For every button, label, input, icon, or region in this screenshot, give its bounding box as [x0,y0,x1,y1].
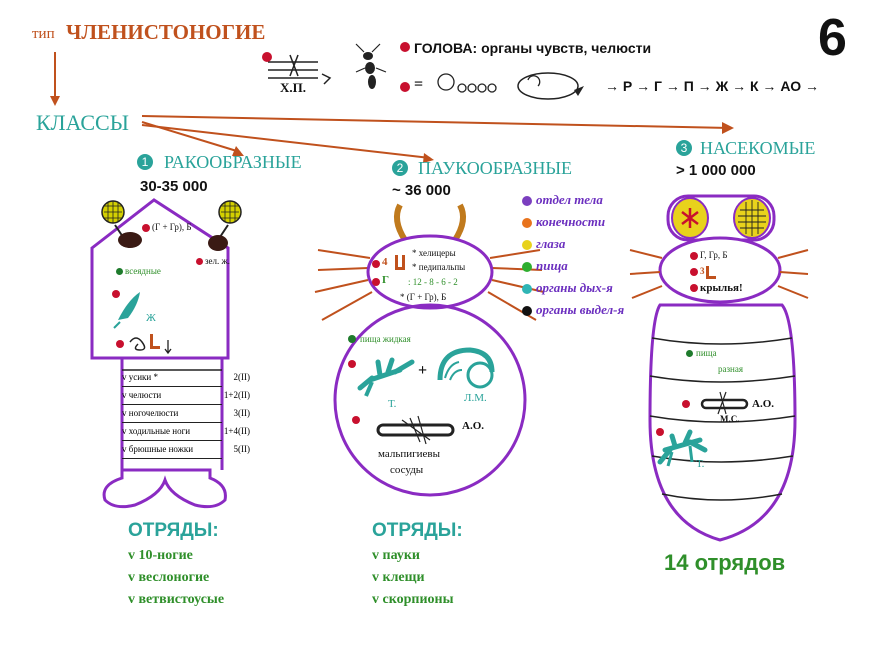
gill-label: Ж [146,312,156,324]
legend-label: органы выдел-я [536,302,625,317]
legend-item-respiratory: органы дых-я [522,280,613,296]
class-number-3: 3 [676,140,692,156]
legend-dot [522,262,532,273]
insect-head-label: Г, Гр, Б [700,250,728,260]
legend-item-limbs: конечности [522,214,605,230]
class-name-insects: НАСЕКОМЫЕ [700,138,816,158]
class-count-insects: > 1 000 000 [676,162,756,179]
legend-item-food: пища [522,258,568,274]
classes-label: КЛАССЫ [36,110,129,135]
orders-title-crustaceans: ОТРЯДЫ: [128,520,219,541]
legend-item-body: отдел тела [522,192,603,208]
legend-label: конечности [536,214,606,229]
red-marker [116,340,124,348]
red-marker [142,224,150,232]
red-marker [690,268,698,276]
order-item: v ветвистоусые [128,592,225,607]
legend-dot [522,196,532,207]
insect-limbs-number: 3 [700,266,705,276]
legend-label: пища [536,258,568,273]
development-sequence: → Р → Г → П → Ж → К → АО → [605,78,820,94]
insect-excretory-label: А.О. [752,398,774,410]
legend-label: органы дых-я [536,280,613,295]
chelicerae-label: * хелицеры [412,248,456,258]
red-marker [196,258,203,265]
equals-sign: = [414,76,424,93]
crustacean-mouth-label: (Г + Гр), Б [152,222,192,232]
class-count-crustaceans: 30-35 000 [140,178,208,195]
green-marker [348,335,356,343]
vessels-label: сосуды [390,464,424,476]
legend-dot [522,218,532,229]
red-marker [352,416,360,424]
crustacean-food-label: всеядные [125,266,161,276]
wings-label: крылья! [700,282,743,294]
class-count-arachnids: ~ 36 000 [392,182,451,199]
arachnid-excretory-label: А.О. [462,420,484,432]
red-marker [400,82,410,92]
legend-label: глаза [536,236,566,251]
red-marker [690,252,698,260]
green-marker [686,350,693,357]
legend-item-eyes: глаза [522,236,565,252]
legend-dot [522,284,532,295]
arachnid-food-label: пища жидкая [360,334,411,344]
red-marker [400,42,410,52]
order-item: v веслоногие [128,570,210,585]
order-item: v клещи [372,570,425,585]
legend-dot [522,240,532,251]
page-number: 6 [818,9,847,67]
order-item: v пауки [372,548,420,563]
plus-sign: + [418,362,428,379]
legend-dot [522,306,532,317]
head-description: ГОЛОВА: органы чувств, челюсти [414,40,652,56]
xp-label: Х.П. [280,80,306,95]
appendage-row: v усики *2(II) [122,372,250,387]
class-number-1: 1 [137,154,153,170]
malpighian-label: мальпигиевы [378,448,441,460]
class-name-arachnids: ПАУКООБРАЗНЫЕ [418,158,573,178]
red-marker [656,428,664,436]
legend-label: отдел тела [536,192,603,207]
insect-orders-summary: 14 отрядов [664,550,786,575]
phylum-title: ЧЛЕНИСТОНОГИЕ [66,20,266,44]
orders-title-arachnids: ОТРЯДЫ: [372,520,463,541]
malpighian-ms-label: М.С. [720,414,740,424]
red-marker [690,284,698,292]
red-marker [372,278,380,286]
order-item: v 10-ногие [128,548,193,563]
class-number-2: 2 [392,160,408,176]
green-marker [116,268,123,275]
trachea-label: Т. [388,398,397,410]
insect-trachea-label: Т. [696,458,705,470]
arachnid-eyes-label: Г [382,274,389,286]
red-marker [682,400,690,408]
red-marker [262,52,272,62]
red-marker [348,360,356,368]
arachnid-eyes-counts: : 12 - 8 - 6 - 2 [408,277,458,287]
legend-item-excretory: органы выдел-я [522,302,624,318]
lungs-label: Л.М. [464,392,487,404]
red-marker [372,260,380,268]
arachnid-mouth-label: * (Г + Гр), Б [400,292,447,302]
insect-food-label: пища [696,348,717,358]
class-name-crustaceans: РАКООБРАЗНЫЕ [164,152,302,172]
red-marker [112,290,120,298]
pedipalps-label: * педипальпы [412,262,466,272]
arachnid-limbs-number: 4 [382,256,388,268]
insect-food-varied: разная [718,364,744,374]
order-item: v скорпионы [372,592,454,607]
green-gland-label: зел. ж. [205,256,231,266]
type-prefix: тип [32,26,55,42]
